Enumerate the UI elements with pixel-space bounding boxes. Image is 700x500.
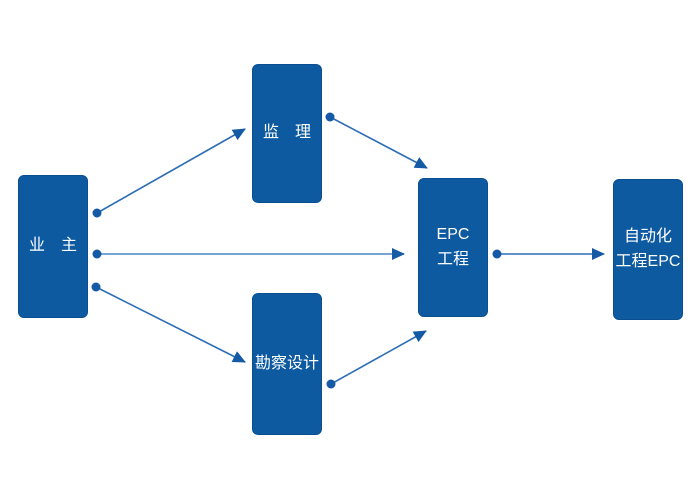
arrow-survey-to-epc xyxy=(330,330,427,385)
node-epc: EPC 工程 xyxy=(418,178,488,317)
node-epc-label-line2: 工程 xyxy=(436,250,469,268)
connector-dot-supervision-epc xyxy=(325,112,335,122)
node-supervision-label: 监 理 xyxy=(262,124,311,142)
node-survey-label: 勘察设计 xyxy=(254,354,319,372)
node-automation: 自动化 工程EPC xyxy=(613,179,683,320)
node-supervision: 监 理 xyxy=(252,64,322,203)
node-automation-label-line1: 自动化 xyxy=(623,227,672,245)
node-epc-label-line1: EPC xyxy=(436,225,470,243)
connector-dot-epc-automation xyxy=(492,249,502,259)
node-owner-label: 业 主 xyxy=(28,237,77,255)
connector-dot-owner-supervision xyxy=(92,208,102,218)
node-survey: 勘察设计 xyxy=(252,293,322,435)
node-owner: 业 主 xyxy=(18,175,88,318)
arrow-supervision-to-epc xyxy=(329,116,428,169)
connector-dot-owner-survey xyxy=(91,282,101,292)
arrow-owner-to-supervision xyxy=(96,128,246,214)
connector-dot-survey-epc xyxy=(326,379,336,389)
arrow-owner-to-survey xyxy=(95,286,246,363)
connector-dot-owner-epc xyxy=(92,249,102,259)
node-automation-label-line2: 工程EPC xyxy=(615,252,681,270)
